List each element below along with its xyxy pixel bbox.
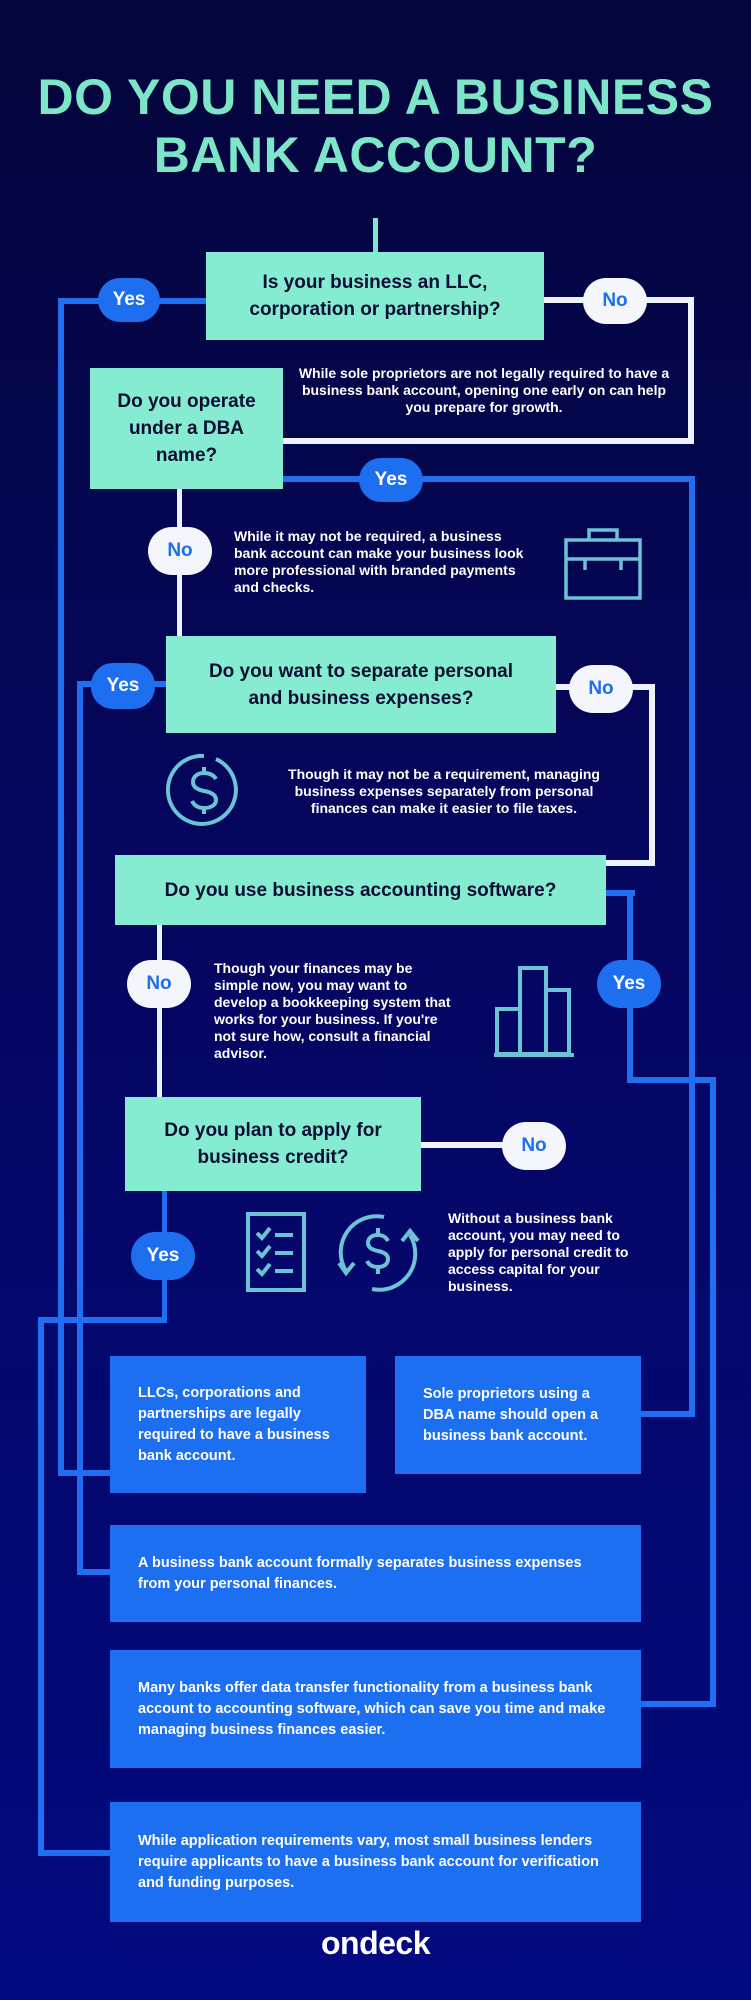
connector-line [373,218,378,252]
connector-line [420,1142,505,1148]
question-business-credit: Do you plan to apply for business credit… [125,1097,421,1191]
connector-line [77,1569,112,1575]
answer-lenders-require: While application requirements vary, mos… [110,1802,641,1922]
connector-line [283,438,694,444]
connector-line [605,860,655,866]
connector-line [38,1317,167,1323]
question-accounting-software: Do you use business accounting software? [115,855,606,925]
yes-pill: Yes [98,278,160,322]
yes-pill: Yes [91,663,155,709]
connector-line [605,890,635,896]
connector-line [688,297,694,444]
connector-line [58,1470,112,1476]
connector-line [689,476,695,1417]
connector-line [77,681,83,1575]
note-dba-professional: While it may not be required, a business… [234,528,524,595]
answer-separates-expenses: A business bank account formally separat… [110,1525,641,1622]
note-sole-proprietors: While sole proprietors are not legally r… [298,365,670,415]
connector-line [38,1850,112,1856]
note-bookkeeping: Though your finances may be simple now, … [214,960,451,1061]
answer-llc-required: LLCs, corporations and partnerships are … [110,1356,366,1493]
page-title: DO YOU NEED A BUSINESS BANK ACCOUNT? [37,69,714,183]
checklist-icon [246,1212,306,1292]
yes-pill: Yes [131,1232,195,1280]
no-pill: No [569,665,633,713]
no-pill: No [583,278,647,324]
connector-line [710,1077,716,1707]
ondeck-logo: ondeck [320,1925,431,1961]
no-pill: No [502,1122,566,1170]
connector-line [649,684,655,866]
connector-line [640,1701,716,1707]
question-separate-expenses: Do you want to separate personal and bus… [166,636,556,733]
no-pill: No [148,527,212,575]
dollar-refresh-icon [337,1214,420,1292]
no-pill: No [127,960,191,1008]
yes-pill: Yes [597,960,661,1008]
connector-line [38,1317,44,1856]
note-personal-credit: Without a business bank account, you may… [448,1210,629,1294]
connector-line [640,1411,695,1417]
question-dba: Do you operate under a DBA name? [90,368,283,489]
answer-sole-proprietor-dba: Sole proprietors using a DBA name should… [395,1356,641,1474]
dollar-circle-icon [166,753,238,826]
yes-pill: Yes [359,458,423,502]
connector-line [283,476,695,482]
bar-chart-icon [494,966,574,1057]
briefcase-icon [564,528,642,600]
connector-line [157,924,162,1098]
connector-line [58,298,64,1476]
connector-line [627,1077,716,1083]
answer-data-transfer: Many banks offer data transfer functiona… [110,1650,641,1768]
note-separate-taxes: Though it may not be a requirement, mana… [288,766,600,816]
question-llc: Is your business an LLC, corporation or … [206,252,544,340]
